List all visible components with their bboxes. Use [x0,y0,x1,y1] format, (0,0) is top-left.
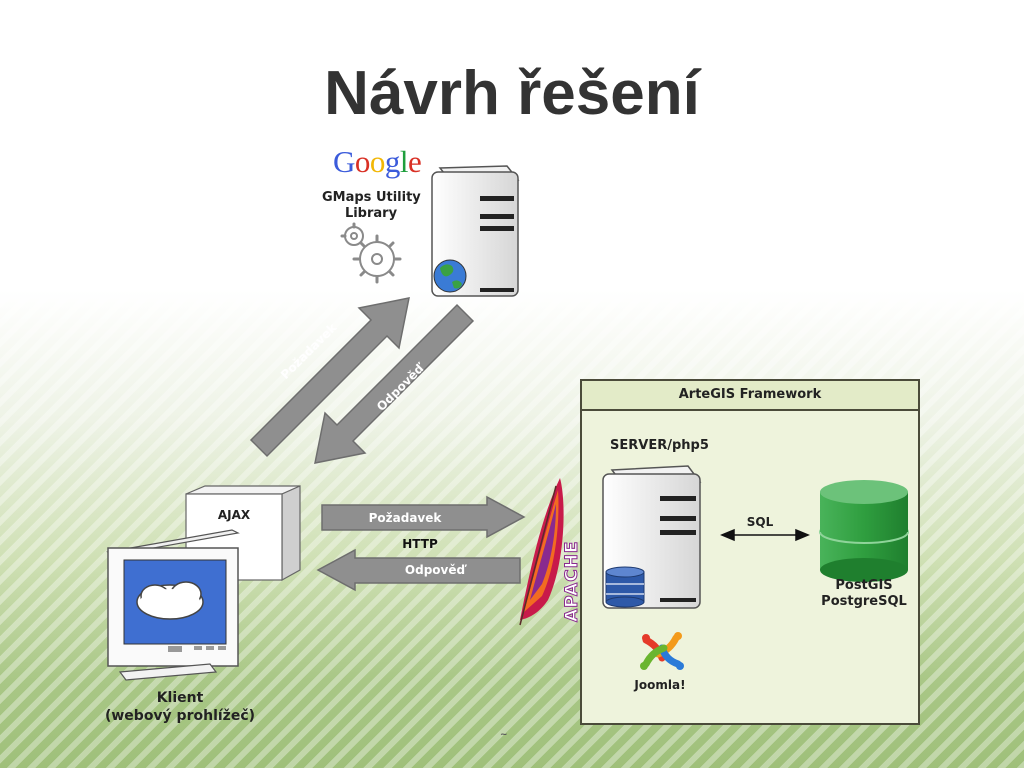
google-letter: l [399,144,409,179]
response-arrow-down [314,303,475,464]
google-letter: G [333,144,355,179]
database-label-line1: PostGIS [835,578,893,593]
apache-wordmark: APACHE [562,540,582,622]
protocol-label: HTTP [402,537,438,551]
gmaps-library-label-line1: GMaps Utility [322,190,421,205]
client-label-line1: Klient [156,690,204,706]
google-letter: o [369,144,386,179]
http-request-arrow [321,495,526,539]
database-small-icon [605,566,645,608]
apache-feather-icon [519,478,564,626]
google-server-icon [431,165,520,297]
postgis-database-icon [819,480,909,582]
joomla-label: Joomla! [634,678,686,692]
ajax-label: AJAX [217,508,251,522]
http-response-arrow [316,548,521,592]
google-logo: Google [333,144,422,180]
database-label-line2: PostgreSQL [821,594,907,609]
google-letter: g [384,144,401,179]
client-monitor-icon [106,529,240,681]
framework-title: ArteGIS Framework [582,381,918,411]
mid-response-label: Odpověď [404,563,466,577]
google-letter: e [408,144,422,179]
mid-request-label: Požadavek [368,511,442,525]
gears-icon [340,222,402,284]
server-label: SERVER/php5 [610,438,709,453]
footer-mark: ~ [500,730,508,740]
slide-title: Návrh řešení [324,59,700,128]
sql-label: SQL [746,515,774,529]
joomla-logo-icon [640,632,684,670]
gmaps-library-label-line2: Library [344,206,398,221]
sql-double-arrow [720,528,810,542]
request-arrow-up [249,297,410,458]
google-letter: o [354,144,371,179]
client-label-line2: (webový prohlížeč) [104,708,256,724]
